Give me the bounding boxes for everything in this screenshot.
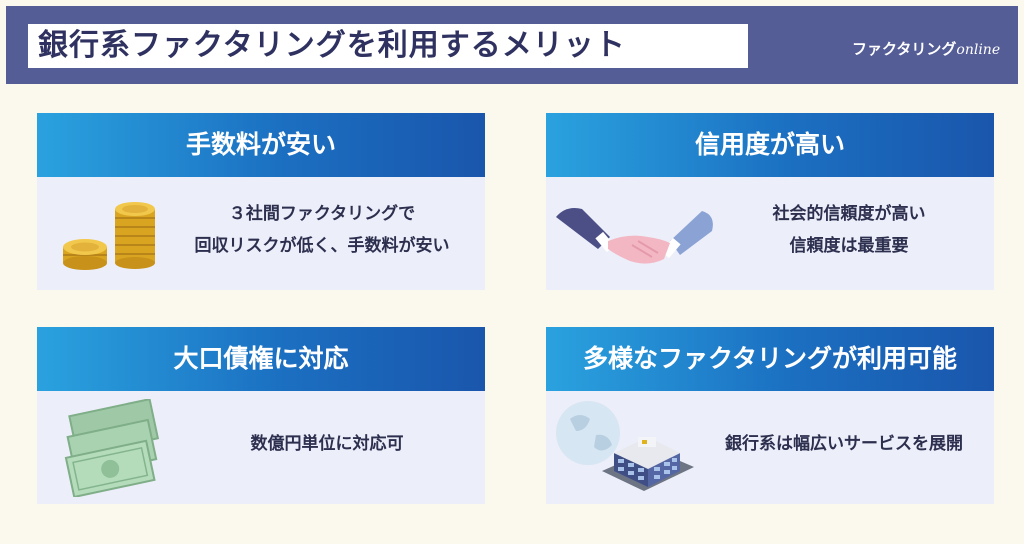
header-banner: 銀行系ファクタリングを利用するメリット ファクタリングonline [6, 6, 1018, 84]
globe-building-icon [556, 401, 694, 491]
desc-line: 銀行系は幅広いサービスを展開 [725, 434, 963, 454]
page-title: 銀行系ファクタリングを利用するメリット [28, 24, 748, 68]
card-description: 社会的信頼度が高い 信頼度は最重要 [724, 198, 974, 262]
banknotes-icon [64, 399, 160, 497]
card-heading: 手数料が安い [37, 113, 485, 177]
handshake-icon [556, 208, 713, 264]
card-heading: 信用度が高い [546, 113, 994, 177]
card-description: 数億円単位に対応可 [197, 428, 457, 460]
desc-line: ３社間ファクタリングで [228, 204, 416, 224]
brand-logo: ファクタリングonline [852, 38, 1000, 59]
merit-card-diverse-services: 多様なファクタリングが利用可能 銀行系は幅広いサービスを [546, 327, 994, 504]
card-body: 数億円単位に対応可 [37, 391, 485, 504]
desc-line: 社会的信頼度が高い [772, 204, 926, 224]
card-body: 銀行系は幅広いサービスを展開 [546, 391, 994, 504]
coins-icon [63, 202, 155, 270]
desc-line: 信頼度は最重要 [789, 236, 909, 256]
card-description: 銀行系は幅広いサービスを展開 [702, 428, 986, 460]
card-description: ３社間ファクタリングで 回収リスクが低く、手数料が安い [167, 198, 477, 262]
desc-line: 数億円単位に対応可 [250, 434, 404, 454]
merit-card-large-receivables: 大口債権に対応 数億円単位に対応可 [37, 327, 485, 504]
card-heading: 多様なファクタリングが利用可能 [546, 327, 994, 391]
card-body: 社会的信頼度が高い 信頼度は最重要 [546, 177, 994, 290]
logo-sub-text: online [956, 42, 1001, 58]
card-heading: 大口債権に対応 [37, 327, 485, 391]
desc-line: 回収リスクが低く、手数料が安い [194, 236, 450, 256]
logo-main-text: ファクタリング [852, 40, 957, 58]
merit-card-high-credibility: 信用度が高い 社会的信頼度が高い 信頼度は最重要 [546, 113, 994, 290]
card-body: ３社間ファクタリングで 回収リスクが低く、手数料が安い [37, 177, 485, 290]
merit-card-low-fee: 手数料が安い [37, 113, 485, 290]
